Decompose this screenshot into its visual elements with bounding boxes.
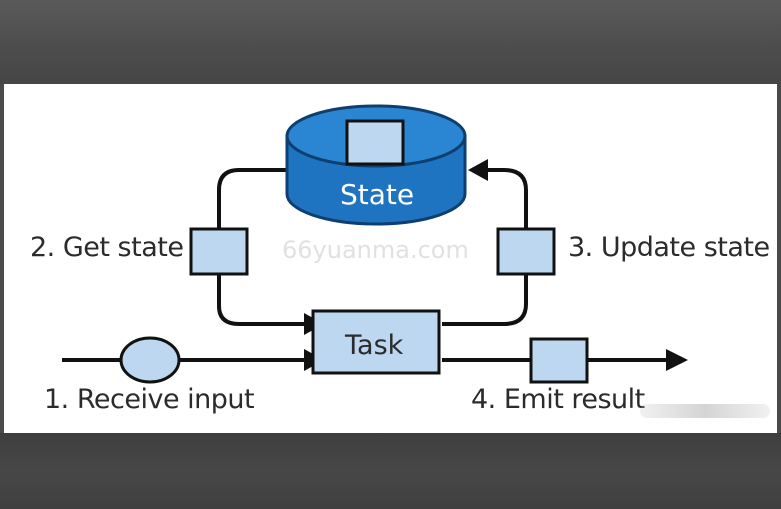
update-state-arrowhead — [468, 159, 488, 181]
step2-label: 2. Get state — [30, 232, 184, 263]
output-arrowhead — [666, 349, 688, 371]
step4-label: 4. Emit result — [471, 384, 645, 415]
task-box — [311, 309, 441, 375]
watermark-text: 66yuanma.com — [282, 236, 469, 264]
state-cylinder — [285, 104, 467, 226]
get-state-message — [189, 227, 249, 276]
video-frame-top — [0, 0, 781, 84]
credit-watermark — [640, 404, 770, 418]
result-message — [529, 337, 589, 384]
state-inner-square — [345, 119, 405, 166]
step3-label: 3. Update state — [568, 232, 770, 263]
update-state-message — [496, 227, 556, 276]
task-label: Task — [345, 330, 404, 361]
step1-label: 1. Receive input — [44, 384, 255, 415]
diagram-canvas: State Task 2. Get state 3. Update state … — [4, 84, 777, 433]
video-frame-bottom — [0, 433, 781, 509]
input-event — [119, 336, 181, 384]
flow-diagram — [62, 104, 688, 384]
state-label: State — [340, 178, 415, 211]
